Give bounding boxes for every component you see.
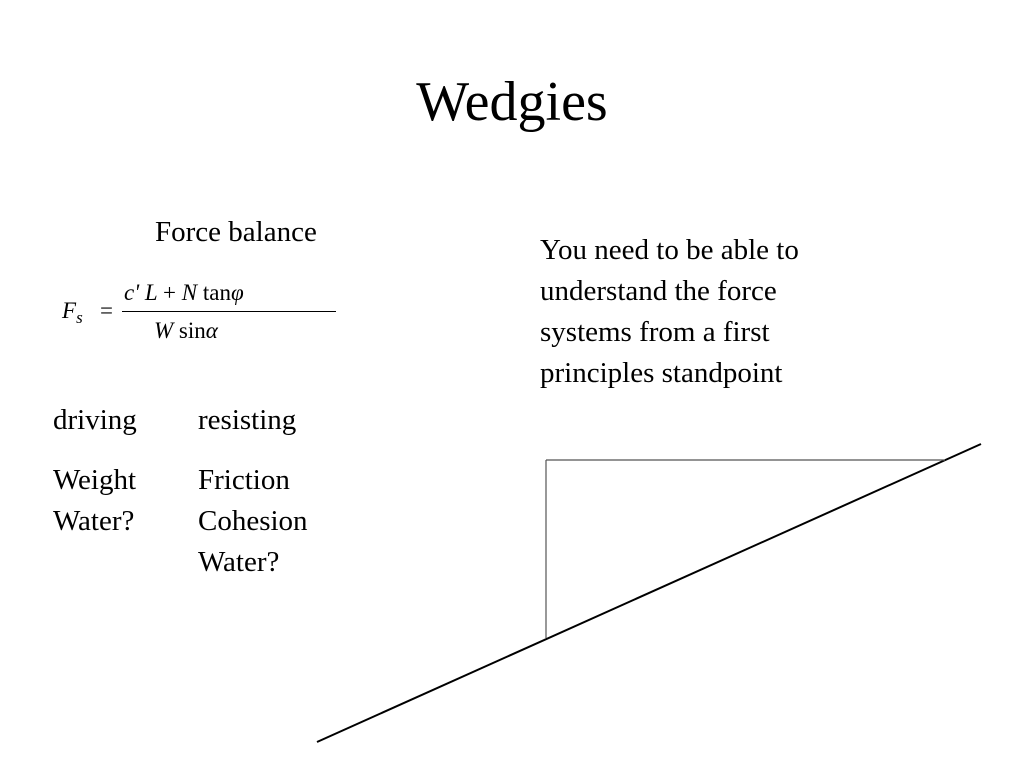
equation-lhs-subscript: s	[76, 308, 83, 327]
denominator-sin: sin	[178, 318, 206, 343]
slide-title: Wedgies	[416, 71, 608, 133]
numerator-tan: tan	[202, 280, 231, 305]
equation-numerator: c' L + N tanφ	[124, 280, 244, 306]
denominator-weight: W	[154, 318, 174, 343]
driving-heading: driving	[53, 404, 137, 436]
equation-fraction-bar	[122, 311, 336, 312]
numerator-length: L	[144, 280, 158, 305]
list-item: Friction	[198, 464, 290, 496]
note-text: You need to be able to understand the fo…	[540, 234, 799, 389]
equation-lhs: Fs	[62, 298, 83, 331]
list-item: Water?	[53, 505, 135, 537]
denominator-alpha: α	[205, 318, 218, 343]
driving-list: Weight Water?	[53, 460, 136, 542]
list-item: Cohesion	[198, 505, 308, 537]
resisting-list: Friction Cohesion Water?	[198, 460, 308, 583]
slope-surface-line	[316, 443, 982, 743]
resisting-heading: resisting	[198, 404, 297, 436]
list-item: Weight	[53, 464, 137, 496]
list-item: Water?	[198, 546, 280, 578]
numerator-plus: +	[163, 280, 177, 305]
equation-denominator: W sinα	[154, 318, 218, 344]
equation-equals: =	[100, 298, 113, 323]
force-balance-label: Force balance	[155, 216, 317, 248]
equation-lhs-symbol: F	[62, 298, 77, 323]
numerator-phi: φ	[230, 280, 244, 305]
numerator-normal: N	[181, 280, 198, 305]
numerator-cohesion: c'	[124, 280, 140, 305]
